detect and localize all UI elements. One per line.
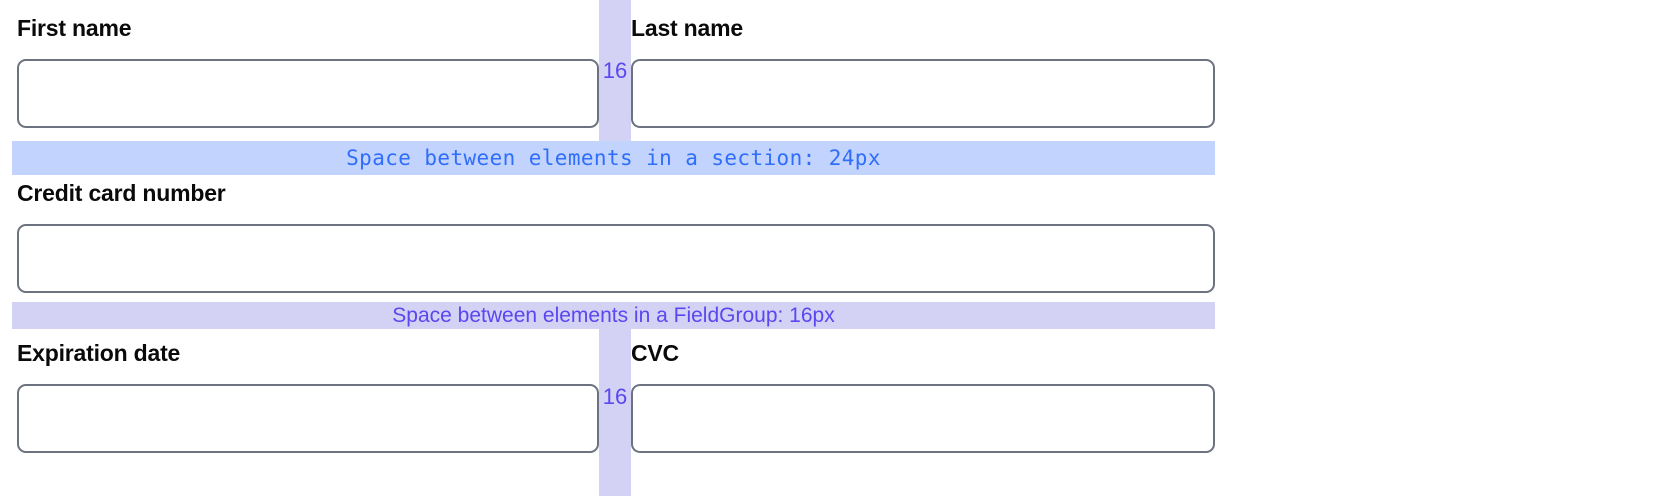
input-first-name[interactable] — [17, 59, 599, 128]
field-credit-card-number: Credit card number — [17, 179, 1215, 302]
label-first-name: First name — [17, 15, 132, 41]
field-group-card-row: Credit card number — [0, 175, 1296, 302]
field-first-name: First name — [17, 14, 599, 142]
input-expiration-date[interactable] — [17, 384, 599, 453]
input-cvc[interactable] — [631, 384, 1215, 453]
label-cvc: CVC — [631, 340, 679, 366]
field-expiration-date: Expiration date — [17, 339, 599, 467]
column-gap-label-name-row: 16 — [602, 58, 628, 83]
field-group-expiry-row: Expiration date 16 CVC — [0, 329, 1296, 496]
annotation-band-section: Space between elements in a section: 24p… — [12, 141, 1215, 175]
field-cvc: CVC — [631, 339, 1215, 467]
annotation-band-fieldgroup: Space between elements in a FieldGroup: … — [12, 302, 1215, 329]
label-last-name: Last name — [631, 15, 743, 41]
input-credit-card-number[interactable] — [17, 224, 1215, 293]
field-group-name-row: First name 16 Last name — [0, 0, 1296, 142]
field-last-name: Last name — [631, 14, 1215, 142]
input-last-name[interactable] — [631, 59, 1215, 128]
label-expiration-date: Expiration date — [17, 340, 181, 366]
column-gap-name-row: 16 — [599, 0, 631, 142]
column-gap-expiry-row: 16 — [599, 329, 631, 496]
annotation-band-section-text: Space between elements in a section: 24p… — [346, 146, 881, 170]
annotation-band-fieldgroup-text: Space between elements in a FieldGroup: … — [392, 303, 835, 327]
column-gap-label-expiry-row: 16 — [602, 384, 628, 409]
label-credit-card-number: Credit card number — [17, 180, 226, 206]
